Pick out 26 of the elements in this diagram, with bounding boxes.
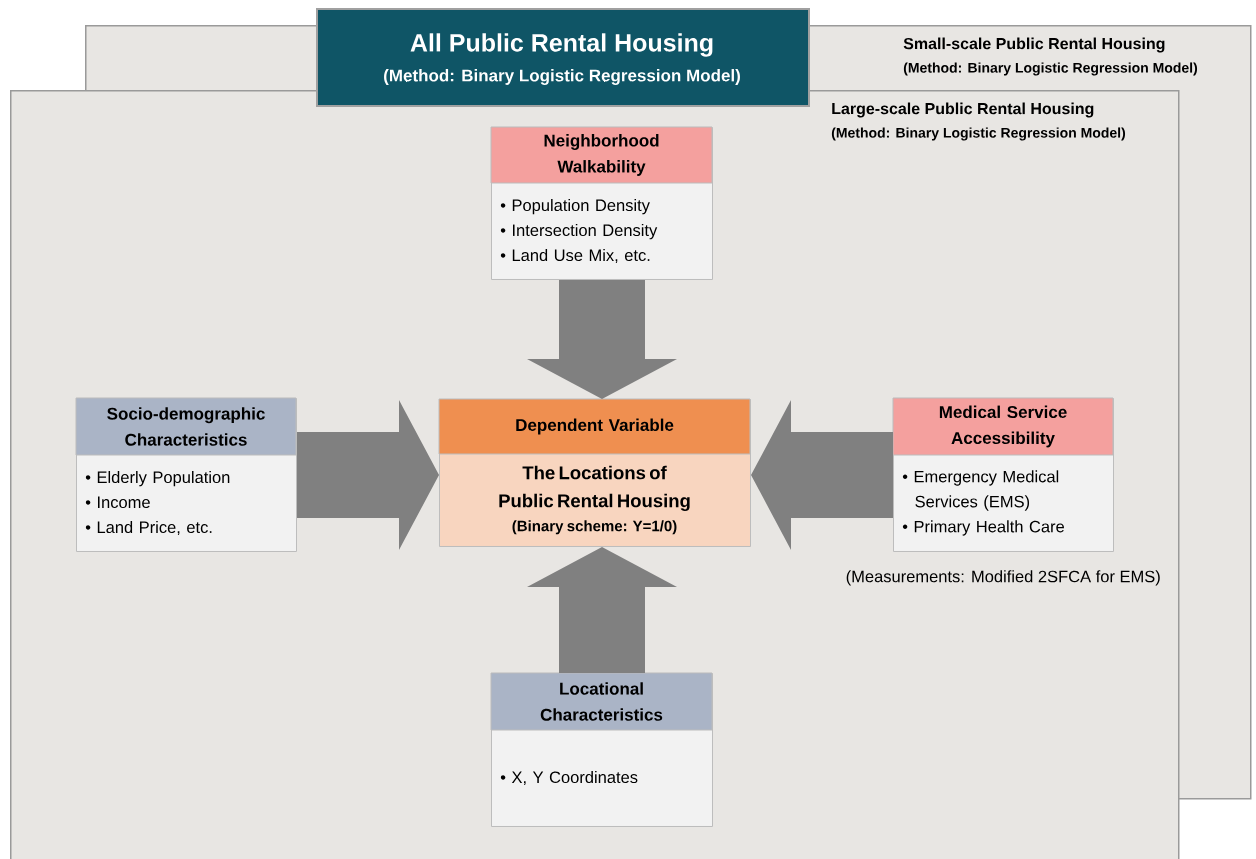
method-text: (Method: Binary Logistic Regression Model): [903, 62, 1198, 76]
note-text: (Measurements: Modified 2SFCA for EMS): [846, 570, 1160, 586]
variable-box: Socio-demographic Characteristics • Elderly Population • Income • Land Price, etc.: [75, 397, 297, 552]
variable-box: Dependent Variable The Locations of Public Rental Housing (Binary scheme: Y=1/0): [438, 398, 751, 547]
bullet-item: • Population Density: [500, 198, 650, 215]
bullet-item: • Elderly Population: [85, 470, 230, 487]
panel-title: Small-scale Public Rental Housing: [903, 37, 1165, 53]
bullet-item: • X, Y Coordinates: [500, 770, 638, 786]
bullet-item: • Income: [85, 496, 150, 509]
bullet-item: • Land Use Mix, etc.: [500, 248, 650, 264]
block-arrow: [297, 400, 439, 550]
method-text: (Method: Binary Logistic Regression Model): [831, 127, 1126, 141]
variable-box: Neighborhood Walkability • Population Density • Intersection Density • Land Use Mix, etc.: [490, 126, 713, 280]
variable-box: Locational Characteristics • X, Y Coordinates: [490, 672, 713, 827]
title-box: All Public Rental Housing (Method: Binary Logistic Regression Model): [316, 8, 810, 107]
bullet-item: • Intersection Density: [500, 223, 658, 240]
body-text: The Locations of Public Rental Housing: [499, 465, 690, 512]
block-arrow: [751, 400, 893, 550]
block-arrow: [527, 280, 677, 399]
bullet-item: • Emergency Medical Services (EMS): [902, 470, 1059, 511]
block-arrow: [527, 547, 677, 673]
variable-box: Medical Service Accessibility • Emergency Medical Services (EMS) • Primary Health Care: [892, 397, 1114, 552]
panel-title: Large-scale Public Rental Housing: [832, 102, 1094, 118]
bullet-item: • Land Price, etc.: [85, 520, 212, 536]
bullet-item: • Primary Health Care: [902, 520, 1064, 536]
body-text: (Binary scheme: Y=1/0): [512, 520, 677, 535]
